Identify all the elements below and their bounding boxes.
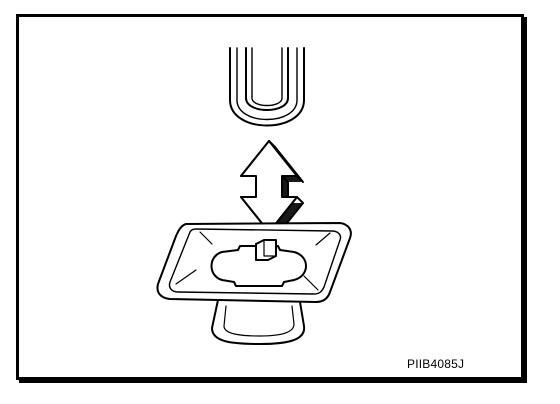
figure-code: PIIB4085J (407, 357, 465, 371)
clip-remover-tool-icon (229, 47, 305, 127)
clip-icon (156, 222, 352, 345)
